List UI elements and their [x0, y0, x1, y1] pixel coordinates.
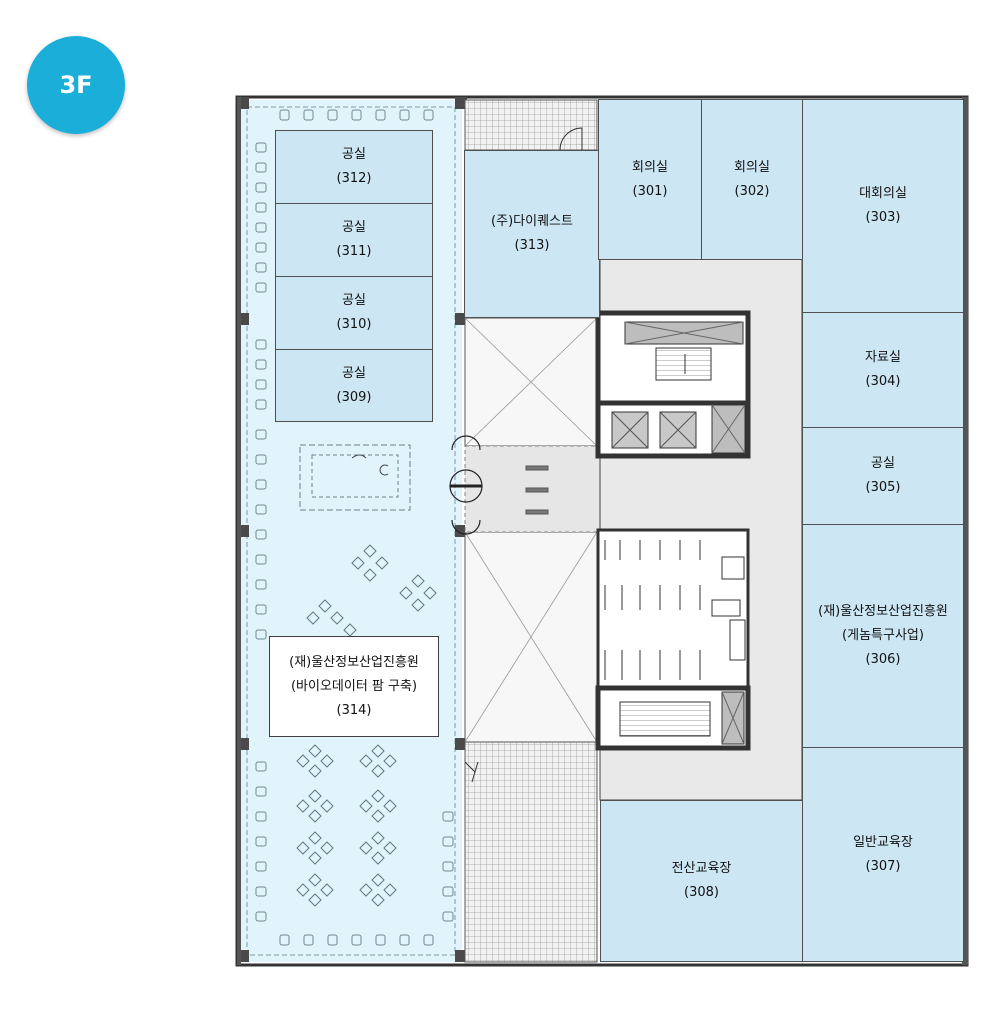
room-311-number: (311) [336, 244, 372, 259]
room-302[interactable]: 회의실 (302) [701, 99, 803, 260]
room-305[interactable]: 공실 (305) [802, 427, 964, 525]
room-312-number: (312) [336, 171, 372, 186]
room-304-number: (304) [865, 374, 901, 389]
floor-badge: 3F [27, 36, 125, 134]
room-308-number: (308) [684, 885, 719, 900]
room-311[interactable]: 공실 (311) [275, 203, 433, 277]
room-307[interactable]: 일반교육장 (307) [802, 747, 964, 962]
entrance-doors [449, 435, 483, 535]
room-307-number: (307) [865, 858, 901, 874]
room-312-name: 공실 [342, 147, 366, 162]
room-308-name: 전산교육장 [671, 861, 732, 876]
room-314-number: (314) [336, 702, 372, 718]
room-307-name: 일반교육장 [853, 834, 913, 850]
room-310-name: 공실 [342, 293, 366, 308]
room-309-number: (309) [336, 389, 372, 405]
room-302-name: 회의실 [734, 160, 770, 175]
room-304[interactable]: 자료실 (304) [802, 312, 964, 428]
room-306-sub: (게놈특구사업) [842, 628, 924, 643]
room-306-name: (재)울산정보산업진흥원 [818, 604, 948, 619]
room-304-name: 자료실 [865, 350, 901, 365]
room-303-number: (303) [865, 210, 901, 225]
table-sets [296, 544, 437, 907]
room-310-number: (310) [336, 317, 372, 332]
room-309-name: 공실 [342, 365, 366, 381]
room-314-sub: (바이오데이터 팜 구축) [290, 678, 418, 694]
lobby-marks [525, 465, 549, 515]
room-305-name: 공실 [871, 456, 895, 471]
room-306[interactable]: (재)울산정보산업진흥원 (게놈특구사업) (306) [802, 524, 964, 748]
room-308[interactable]: 전산교육장 (308) [600, 800, 803, 962]
room-314[interactable]: (재)울산정보산업진흥원 (바이오데이터 팜 구축) (314) [269, 636, 439, 737]
south-terrace [464, 741, 598, 963]
room-301-number: (301) [632, 184, 668, 199]
restrooms [596, 528, 750, 690]
room-312[interactable]: 공실 (312) [275, 130, 433, 204]
room-301-name: 회의실 [632, 160, 668, 175]
perimeter-chairs [255, 109, 454, 946]
room-306-number: (306) [865, 652, 901, 667]
reception-zone [299, 444, 411, 511]
room-309[interactable]: 공실 (309) [275, 349, 433, 422]
room-302-number: (302) [734, 184, 770, 199]
room-303-name: 대회의실 [859, 186, 907, 201]
room-313-number: (313) [514, 238, 550, 253]
room-303[interactable]: 대회의실 (303) [802, 99, 964, 313]
room-310[interactable]: 공실 (310) [275, 276, 433, 350]
room-305-number: (305) [865, 480, 901, 495]
room-313-name: (주)다이퀘스트 [491, 214, 573, 229]
room-314-name: (재)울산정보산업진흥원 [289, 654, 419, 670]
room-313[interactable]: (주)다이퀘스트 (313) [464, 150, 600, 318]
room-311-name: 공실 [342, 220, 366, 235]
room-301[interactable]: 회의실 (301) [598, 99, 702, 260]
north-terrace [464, 99, 598, 151]
